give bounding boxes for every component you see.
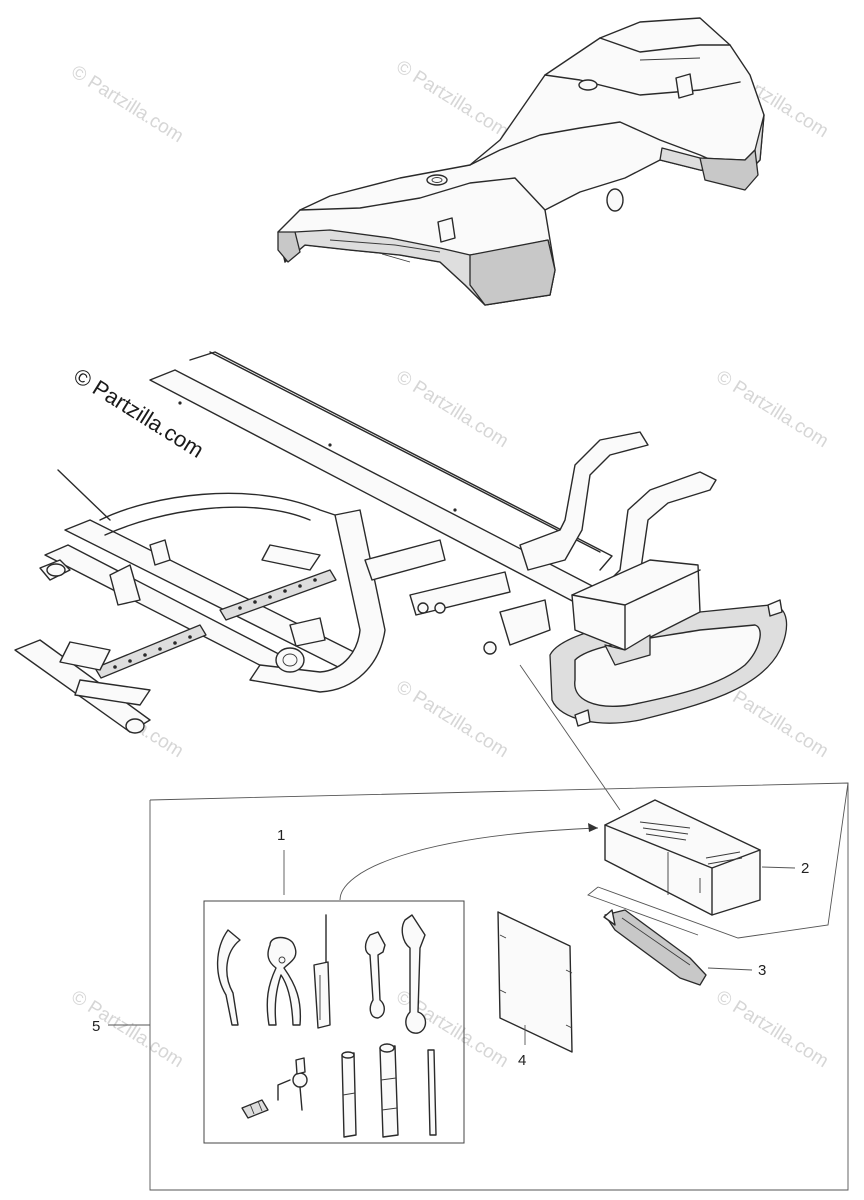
kit-to-pouch-arrow (339, 827, 599, 901)
frame-illustration (14, 351, 788, 734)
watermark-2: © Partzilla.com (392, 56, 512, 142)
tool-kit-assembly-box (149, 782, 849, 1191)
wrench-large-icon (401, 914, 427, 1034)
spanner-icon (216, 929, 241, 1026)
callout-1-label: 1 (277, 827, 285, 844)
watermark-1: © Partzilla.com (67, 61, 187, 147)
fuse-icon (241, 1099, 269, 1119)
watermark-7: © Partzilla.com (392, 676, 512, 762)
wrench-small-icon (364, 931, 386, 1019)
screwdriver-icon (313, 914, 331, 1029)
strap-icon (603, 909, 707, 986)
socket-wrench-long-icon (379, 1043, 399, 1138)
callout-3-label: 3 (758, 962, 766, 979)
callout-5-label: 5 (92, 1018, 100, 1035)
arrow-head-icon (588, 823, 598, 832)
callout-2-label: 2 (801, 860, 809, 877)
pouch-leader-line (519, 664, 621, 811)
manual-sheet-icon (497, 911, 573, 1053)
callouts: 1 2 3 4 5 (92, 827, 809, 1069)
watermark-5: © Partzilla.com (712, 366, 832, 452)
gap-gauge-icon (277, 1057, 308, 1111)
rail-holes (113, 578, 317, 669)
pliers-icon (266, 936, 302, 1026)
tool-pouch-icon (604, 799, 761, 916)
rear-fender-illustration (277, 17, 765, 306)
watermark-4: © Partzilla.com (392, 366, 512, 452)
tools-illustration (216, 914, 437, 1138)
tool-kit-box (203, 900, 465, 1144)
callout-4-label: 4 (518, 1052, 526, 1069)
watermark-11: © Partzilla.com (712, 986, 832, 1072)
tommy-bar-icon (427, 1049, 437, 1136)
watermark-9: © Partzilla.com (67, 986, 187, 1072)
socket-wrench-short-icon (341, 1051, 357, 1138)
